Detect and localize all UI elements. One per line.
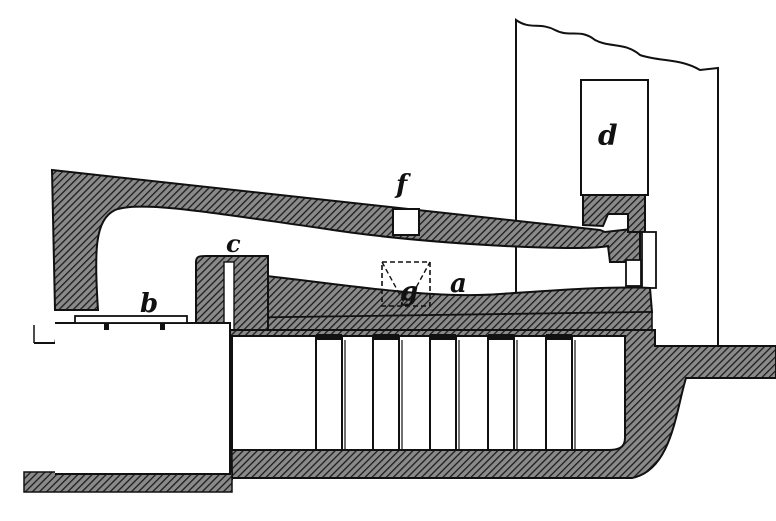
label-f: f [394,170,411,200]
grate-b-leg-1 [104,323,109,330]
label-b: b [140,289,158,319]
label-g: g [400,277,418,307]
vent-g-diagonals [381,261,431,308]
pier-2 [372,337,400,451]
left-platform [55,322,231,475]
grate-b [74,315,188,324]
bridge-wall-slot [223,261,235,331]
port-right-lower [625,259,642,287]
grate-b-leg-2 [160,323,165,330]
label-c: c [226,229,241,258]
pier-4 [487,337,515,451]
ground-step-left [33,324,59,344]
crown-arch [50,168,641,311]
chimney-outline [515,18,719,352]
label-a: a [450,269,467,299]
flue-block [582,194,646,233]
label-d: d [598,119,618,152]
piers [315,334,576,451]
opening-f [392,208,420,236]
pier-5 [545,337,573,451]
port-right-upper [641,231,657,289]
hearth-a [227,270,654,320]
pier-3 [429,337,457,451]
damper-d [580,79,649,196]
pier-1 [315,337,343,451]
